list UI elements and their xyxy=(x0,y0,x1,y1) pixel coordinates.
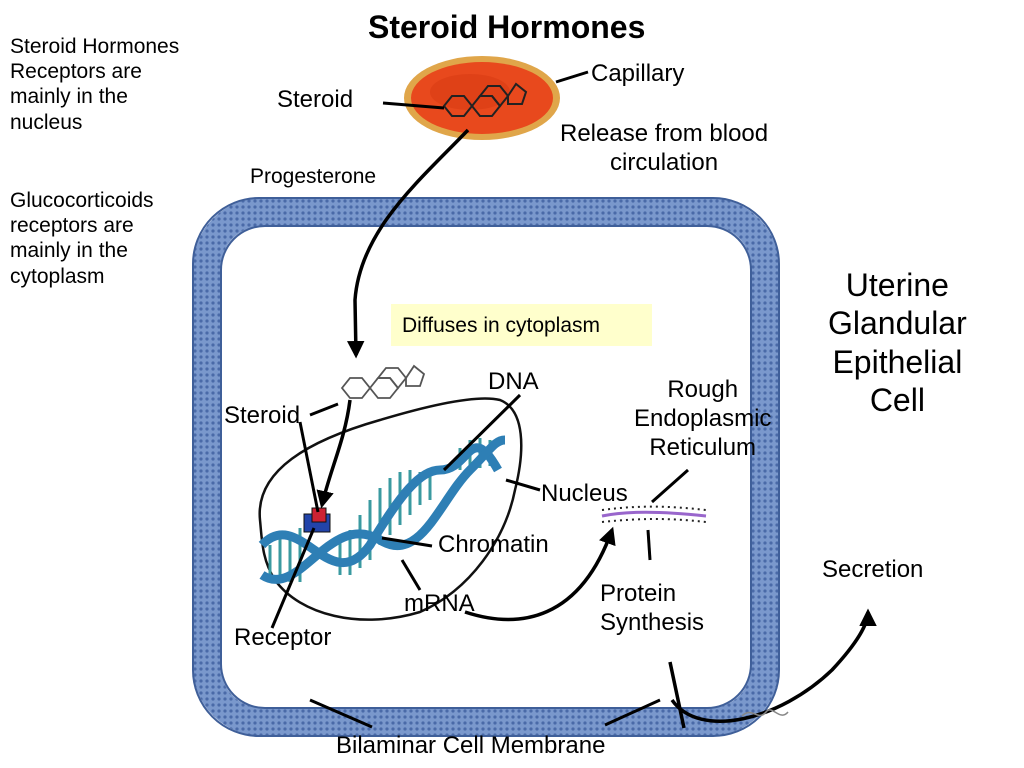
steroid-molecule-cell-icon xyxy=(340,364,426,399)
label-diffuses: Diffuses in cytoplasm xyxy=(402,314,601,337)
receptor-pointer-a xyxy=(298,421,320,513)
label-progesterone: Progesterone xyxy=(250,165,377,188)
capillary xyxy=(404,56,560,140)
note-cytoplasm-receptors: Glucocorticoids receptors are mainly in … xyxy=(10,189,154,288)
label-membrane: Bilaminar Cell Membrane xyxy=(336,732,606,759)
steroid-top-pointer xyxy=(382,101,445,110)
progesterone-path-arrow xyxy=(346,128,470,359)
steroid-inner-pointer xyxy=(309,402,339,417)
label-nucleus: Nucleus xyxy=(541,480,628,507)
mrna-to-er-arrow xyxy=(464,526,616,622)
label-release: Release from blood circulation xyxy=(560,120,769,176)
label-mrna: mRNA xyxy=(404,590,475,617)
nucleus-pointer xyxy=(505,478,541,492)
artist-signature xyxy=(741,709,789,717)
label-protein-synthesis: Protein Synthesis xyxy=(600,580,705,636)
label-chromatin: Chromatin xyxy=(438,531,549,558)
diffuses-highlight-box xyxy=(391,304,652,346)
label-receptor: Receptor xyxy=(234,624,332,651)
note-nucleus-receptors: Steroid Hormones Receptors are mainly in… xyxy=(10,35,180,134)
label-rer: Rough Endoplasmic Reticulum xyxy=(634,376,772,461)
steroid-molecule-capillary-icon xyxy=(442,82,528,117)
membrane-pointer-right xyxy=(604,698,661,727)
membrane-pointer-left xyxy=(309,698,373,729)
protein-pointer xyxy=(646,529,652,561)
protein-synthesis-pointer xyxy=(668,661,686,729)
label-dna: DNA xyxy=(488,368,539,395)
mrna-pointer xyxy=(400,559,422,591)
label-steroid-top: Steroid xyxy=(277,86,354,113)
cell-membrane xyxy=(192,197,780,737)
label-cell-name: Uterine Glandular Epithelial Cell xyxy=(828,267,967,419)
receptor-complex xyxy=(303,507,331,533)
rough-er xyxy=(601,505,707,523)
secretion-arrow xyxy=(670,608,877,723)
page-title: Steroid Hormones xyxy=(368,9,646,45)
steroid-to-receptor-arrow xyxy=(316,399,352,509)
label-capillary: Capillary xyxy=(591,60,685,87)
capillary-pointer xyxy=(555,70,589,84)
label-steroid-inner: Steroid xyxy=(224,402,301,429)
rer-pointer xyxy=(651,468,689,504)
label-secretion: Secretion xyxy=(822,556,924,583)
receptor-pointer-b xyxy=(270,527,316,629)
dna-pointer xyxy=(442,393,522,472)
chromatin-pointer xyxy=(381,536,433,548)
